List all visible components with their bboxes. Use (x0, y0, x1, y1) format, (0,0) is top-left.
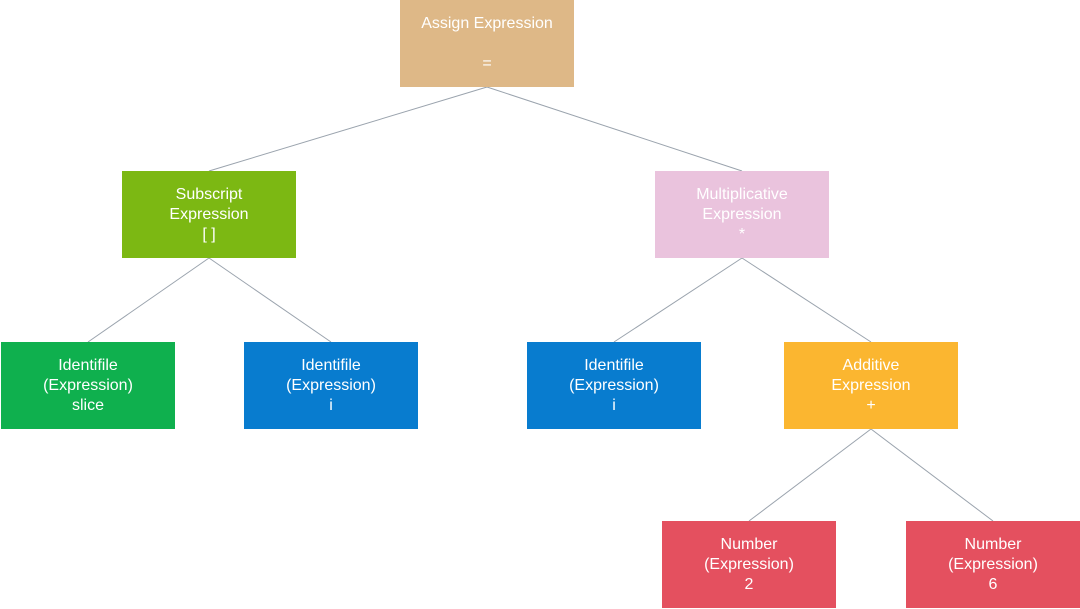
node-additive-expression: Additive Expression + (784, 342, 958, 429)
node-title: Assign Expression (421, 15, 553, 32)
node-title: Additive (842, 357, 900, 374)
node-title: Identifile (58, 357, 118, 374)
node-value: 2 (744, 576, 754, 593)
node-operator: = (482, 55, 492, 72)
node-operator: * (738, 226, 746, 243)
edge-subscript-slice (87, 257, 210, 343)
node-operator: + (866, 397, 876, 414)
edge-mult-i2 (613, 257, 743, 343)
node-number-6: Number (Expression) 6 (906, 521, 1080, 608)
node-title: Identifile (301, 357, 361, 374)
edge-assign-subscript (208, 86, 488, 172)
node-subtitle: Expression (831, 377, 911, 394)
node-title: Multiplicative (696, 186, 788, 203)
edge-add-two (748, 428, 872, 522)
node-value: i (612, 397, 616, 414)
edge-assign-mult (486, 86, 743, 172)
node-multiplicative-expression: Multiplicative Expression * (655, 171, 829, 258)
node-identifier-slice: Identifile (Expression) slice (1, 342, 175, 429)
node-value: i (329, 397, 333, 414)
node-subtitle: Expression (702, 206, 782, 223)
edge-subscript-i1 (208, 257, 332, 343)
node-number-2: Number (Expression) 2 (662, 521, 836, 608)
node-title: Number (964, 536, 1022, 553)
node-title: Subscript (175, 186, 243, 203)
node-subscript-expression: Subscript Expression [ ] (122, 171, 296, 258)
node-assign-expression: Assign Expression = (400, 0, 574, 87)
node-value: slice (71, 397, 104, 414)
node-identifier-i-right: Identifile (Expression) i (527, 342, 701, 429)
node-identifier-i-left: Identifile (Expression) i (244, 342, 418, 429)
node-subtitle: (Expression) (704, 556, 794, 573)
node-subtitle: (Expression) (43, 377, 133, 394)
node-title: Identifile (584, 357, 644, 374)
node-value: 6 (988, 576, 998, 593)
node-subtitle: (Expression) (948, 556, 1038, 573)
edge-add-six (870, 428, 994, 522)
node-subtitle: (Expression) (286, 377, 376, 394)
node-title: Number (720, 536, 778, 553)
node-subtitle: (Expression) (569, 377, 659, 394)
node-operator: [ ] (202, 226, 216, 243)
edge-mult-add (741, 257, 872, 343)
node-subtitle: Expression (169, 206, 249, 223)
